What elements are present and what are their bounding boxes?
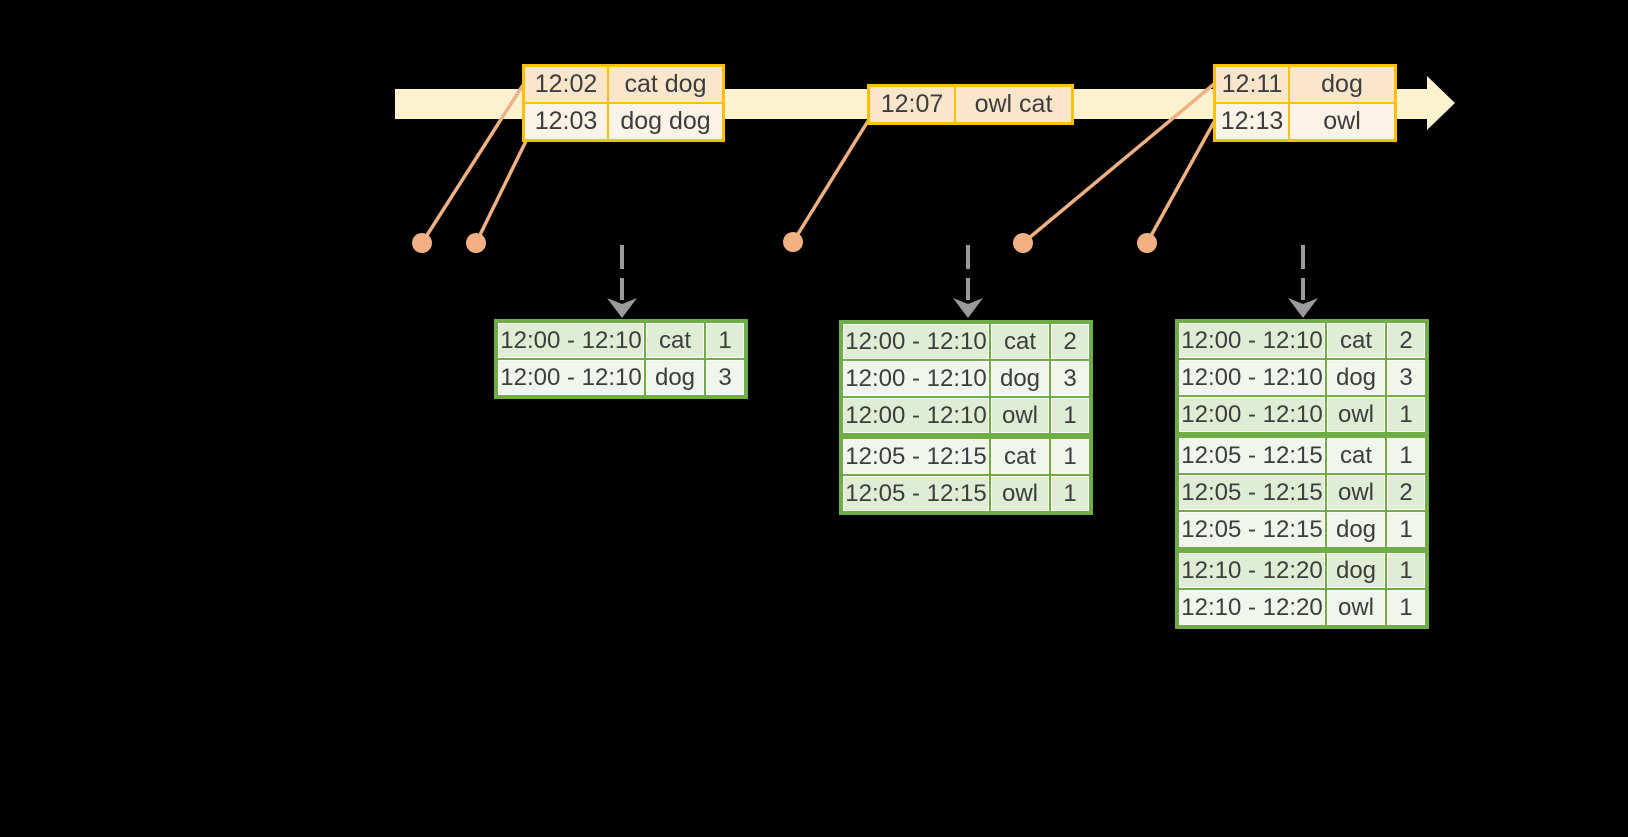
result-table-2: 12:00 - 12:10 cat 2 12:00 - 12:10 dog 3 … [839, 320, 1093, 515]
window-cell: 12:00 - 12:10 [498, 360, 644, 395]
count-cell: 1 [1387, 438, 1425, 473]
word-cell: owl [991, 398, 1049, 433]
window-cell: 12:10 - 12:20 [1179, 590, 1325, 625]
word-cell: dog [1327, 553, 1385, 588]
word-cell: cat [1327, 323, 1385, 358]
timeline-arrowhead-icon [1427, 76, 1455, 130]
word-cell: dog [1327, 512, 1385, 547]
result-row: 12:05 - 12:15 dog 1 [1179, 512, 1425, 547]
arrow-down-icon [1288, 298, 1318, 318]
window-cell: 12:05 - 12:15 [843, 476, 989, 511]
event-connector-line-1211 [1021, 82, 1216, 245]
event-time-cell: 12:07 [870, 87, 954, 122]
word-cell: dog [1327, 360, 1385, 395]
word-cell: dog [646, 360, 704, 395]
count-cell: 1 [1051, 476, 1089, 511]
event-words-cell: dog [1290, 67, 1394, 102]
trigger-arrow-1 [607, 245, 637, 318]
event-words-cell: dog dog [609, 104, 722, 139]
count-cell: 1 [1051, 398, 1089, 433]
event-row: 12:02 cat dog [525, 67, 722, 102]
count-cell: 1 [1387, 590, 1425, 625]
event-time-cell: 12:11 [1216, 67, 1288, 102]
word-cell: owl [1327, 397, 1385, 432]
count-cell: 2 [1051, 324, 1089, 359]
event-connector-line-1213 [1145, 121, 1216, 244]
event-row: 12:03 dog dog [525, 104, 722, 139]
count-cell: 2 [1387, 475, 1425, 510]
result-row: 12:00 - 12:10 owl 1 [843, 398, 1089, 433]
count-cell: 1 [1387, 512, 1425, 547]
window-cell: 12:00 - 12:10 [843, 398, 989, 433]
event-words-cell: owl [1290, 104, 1394, 139]
result-row: 12:00 - 12:10 cat 1 [498, 323, 744, 358]
result-row: 12:10 - 12:20 dog 1 [1179, 553, 1425, 588]
event-time-cell: 12:02 [525, 67, 607, 102]
count-cell: 1 [1387, 553, 1425, 588]
window-cell: 12:05 - 12:15 [1179, 438, 1325, 473]
count-cell: 3 [706, 360, 744, 395]
event-connector-line-1207 [791, 120, 870, 243]
event-time-cell: 12:13 [1216, 104, 1288, 139]
count-cell: 3 [1387, 360, 1425, 395]
window-cell: 12:00 - 12:10 [843, 361, 989, 396]
event-table-1: 12:02 cat dog 12:03 dog dog [522, 64, 725, 142]
event-table-3: 12:11 dog 12:13 owl [1213, 64, 1397, 142]
word-cell: cat [991, 439, 1049, 474]
event-words-cell: cat dog [609, 67, 722, 102]
event-time-cell: 12:03 [525, 104, 607, 139]
trigger-arrow-3 [1288, 245, 1318, 318]
event-words-cell: owl cat [956, 87, 1071, 122]
result-table-3: 12:00 - 12:10 cat 2 12:00 - 12:10 dog 3 … [1175, 319, 1429, 629]
window-cell: 12:05 - 12:15 [843, 439, 989, 474]
event-row: 12:07 owl cat [870, 87, 1071, 122]
count-cell: 1 [706, 323, 744, 358]
result-row: 12:00 - 12:10 cat 2 [1179, 323, 1425, 358]
window-cell: 12:00 - 12:10 [1179, 323, 1325, 358]
window-cell: 12:00 - 12:10 [1179, 360, 1325, 395]
result-row: 12:00 - 12:10 dog 3 [498, 360, 744, 395]
window-cell: 12:10 - 12:20 [1179, 553, 1325, 588]
trigger-arrow-2 [953, 245, 983, 318]
window-cell: 12:00 - 12:10 [1179, 397, 1325, 432]
count-cell: 3 [1051, 361, 1089, 396]
word-cell: owl [1327, 475, 1385, 510]
window-cell: 12:00 - 12:10 [843, 324, 989, 359]
word-cell: dog [991, 361, 1049, 396]
result-row: 12:05 - 12:15 cat 1 [1179, 438, 1425, 473]
result-row: 12:00 - 12:10 cat 2 [843, 324, 1089, 359]
count-cell: 2 [1387, 323, 1425, 358]
result-row: 12:05 - 12:15 owl 2 [1179, 475, 1425, 510]
result-row: 12:00 - 12:10 dog 3 [843, 361, 1089, 396]
result-row: 12:05 - 12:15 cat 1 [843, 439, 1089, 474]
event-row: 12:13 owl [1216, 104, 1394, 139]
event-dot-12-11 [1013, 233, 1033, 253]
arrow-down-icon [607, 298, 637, 318]
event-connector-line-1203 [474, 138, 529, 244]
count-cell: 1 [1387, 397, 1425, 432]
event-row: 12:11 dog [1216, 67, 1394, 102]
word-cell: cat [991, 324, 1049, 359]
arrow-down-icon [953, 298, 983, 318]
result-row: 12:10 - 12:20 owl 1 [1179, 590, 1425, 625]
event-dot-12-13 [1137, 233, 1157, 253]
result-table-1: 12:00 - 12:10 cat 1 12:00 - 12:10 dog 3 [494, 319, 748, 399]
window-cell: 12:05 - 12:15 [1179, 512, 1325, 547]
event-dot-12-02 [412, 233, 432, 253]
event-dot-12-07 [783, 232, 803, 252]
window-cell: 12:00 - 12:10 [498, 323, 644, 358]
result-row: 12:00 - 12:10 dog 3 [1179, 360, 1425, 395]
window-cell: 12:05 - 12:15 [1179, 475, 1325, 510]
event-table-2: 12:07 owl cat [867, 84, 1074, 125]
result-row: 12:05 - 12:15 owl 1 [843, 476, 1089, 511]
word-cell: owl [1327, 590, 1385, 625]
event-dot-12-03 [466, 233, 486, 253]
word-cell: owl [991, 476, 1049, 511]
result-row: 12:00 - 12:10 owl 1 [1179, 397, 1425, 432]
event-connector-line-1202 [420, 84, 525, 244]
count-cell: 1 [1051, 439, 1089, 474]
word-cell: cat [646, 323, 704, 358]
word-cell: cat [1327, 438, 1385, 473]
